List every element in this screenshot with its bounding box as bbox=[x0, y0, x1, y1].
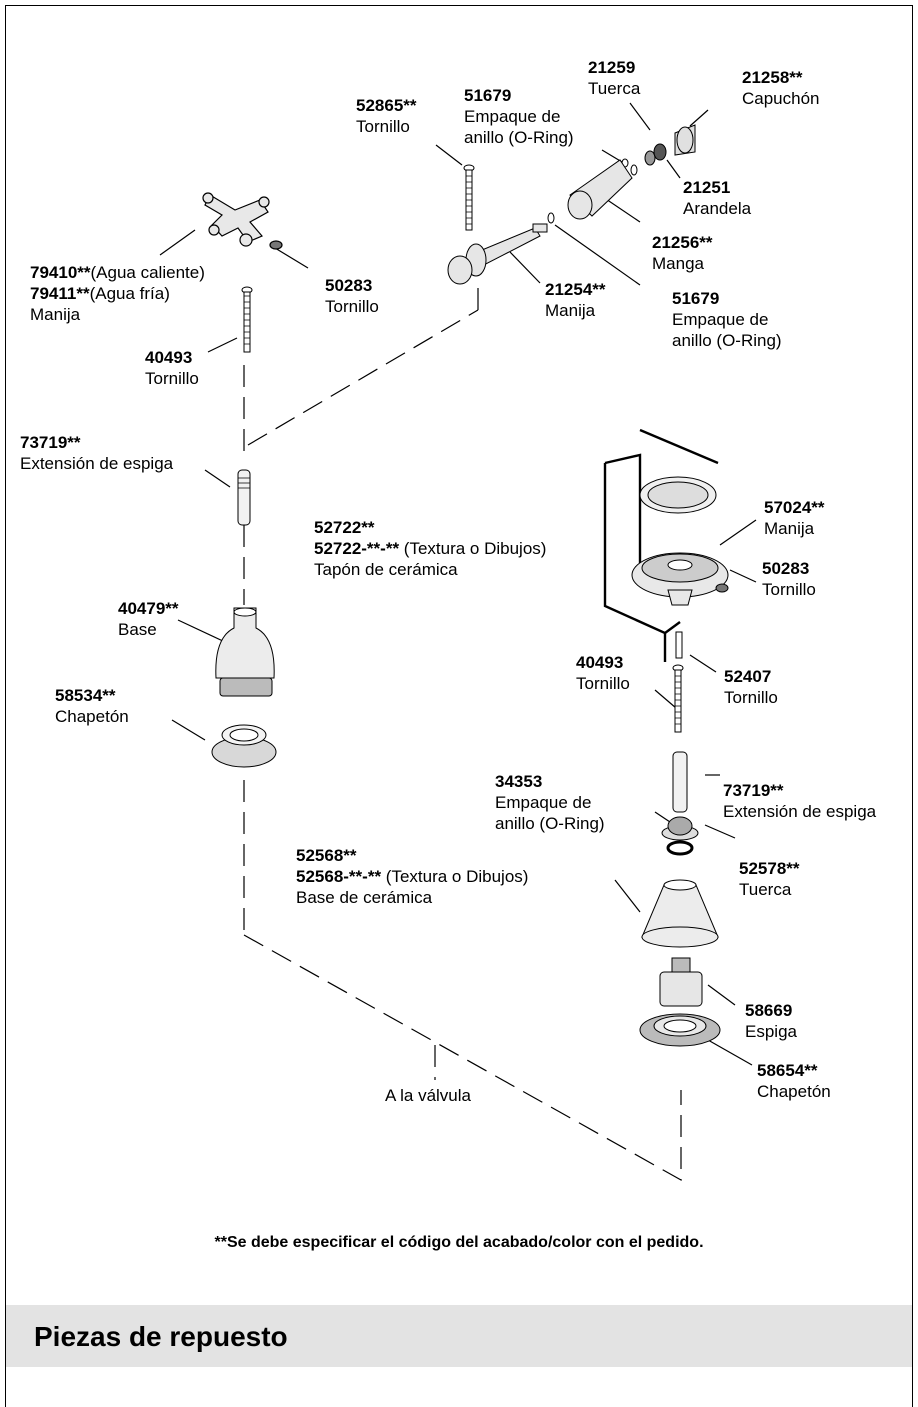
label-21256: 21256**Manga bbox=[652, 233, 713, 273]
base-40479-part bbox=[215, 607, 275, 697]
label-73719-left: 73719**Extensión de espiga bbox=[20, 433, 174, 473]
page-frame bbox=[5, 5, 913, 1407]
o-ring-34353 bbox=[666, 840, 694, 856]
nut-52578-part bbox=[661, 816, 699, 841]
o-rings-top bbox=[547, 158, 638, 224]
label-52722: 52722** 52722-**-** (Textura o Dibujos) … bbox=[314, 518, 547, 579]
label-52578: 52578**Tuerca bbox=[739, 859, 800, 899]
escutcheon-58654-part bbox=[639, 1013, 721, 1047]
label-58654: 58654**Chapetón bbox=[757, 1061, 831, 1101]
sleeve-21256 bbox=[567, 159, 633, 220]
nut-washer bbox=[644, 143, 667, 166]
escutcheon-58534-part bbox=[211, 724, 277, 768]
handle-inset-bracket bbox=[603, 428, 719, 662]
leader-lines bbox=[159, 102, 757, 1066]
section-title: Piezas de repuesto bbox=[34, 1321, 288, 1352]
screw-52407 bbox=[675, 631, 683, 659]
label-79410-79411: 79410**(Agua caliente) 79411**(Agua fría… bbox=[30, 263, 205, 324]
cap-21258 bbox=[674, 124, 696, 156]
label-to-valve: A la válvula bbox=[385, 1086, 471, 1105]
ceramic-base-52568 bbox=[641, 879, 719, 948]
lever-screw-52865 bbox=[463, 164, 475, 231]
alignment-lines bbox=[243, 285, 682, 1182]
section-header: Piezas de repuesto bbox=[6, 1305, 912, 1367]
finish-code-footnote: **Se debe especificar el código del acab… bbox=[214, 1234, 704, 1251]
stem-extension-right bbox=[672, 751, 688, 813]
stem-58669-part bbox=[659, 957, 703, 1007]
lever-handle-21254 bbox=[447, 223, 548, 285]
label-73719-right: 73719**Extensión de espiga bbox=[723, 781, 877, 821]
label-52568: 52568** 52568-**-** (Textura o Dibujos) … bbox=[296, 846, 529, 907]
stem-extension-left bbox=[237, 469, 251, 526]
label-52865: 52865**Tornillo bbox=[356, 96, 417, 136]
handle-57024-part bbox=[631, 552, 729, 606]
screw-40493-left bbox=[241, 286, 253, 353]
label-21254: 21254**Manija bbox=[545, 280, 606, 320]
label-58534: 58534**Chapetón bbox=[55, 686, 129, 726]
label-21258: 21258**Capuchón bbox=[742, 68, 820, 108]
screw-40493-right bbox=[672, 664, 684, 733]
label-57024: 57024**Manija bbox=[764, 498, 825, 538]
ceramic-insert-52722 bbox=[639, 476, 717, 514]
label-40479: 40479**Base bbox=[118, 599, 179, 639]
exploded-parts-diagram bbox=[159, 102, 757, 1182]
cross-handle-part bbox=[202, 192, 283, 250]
